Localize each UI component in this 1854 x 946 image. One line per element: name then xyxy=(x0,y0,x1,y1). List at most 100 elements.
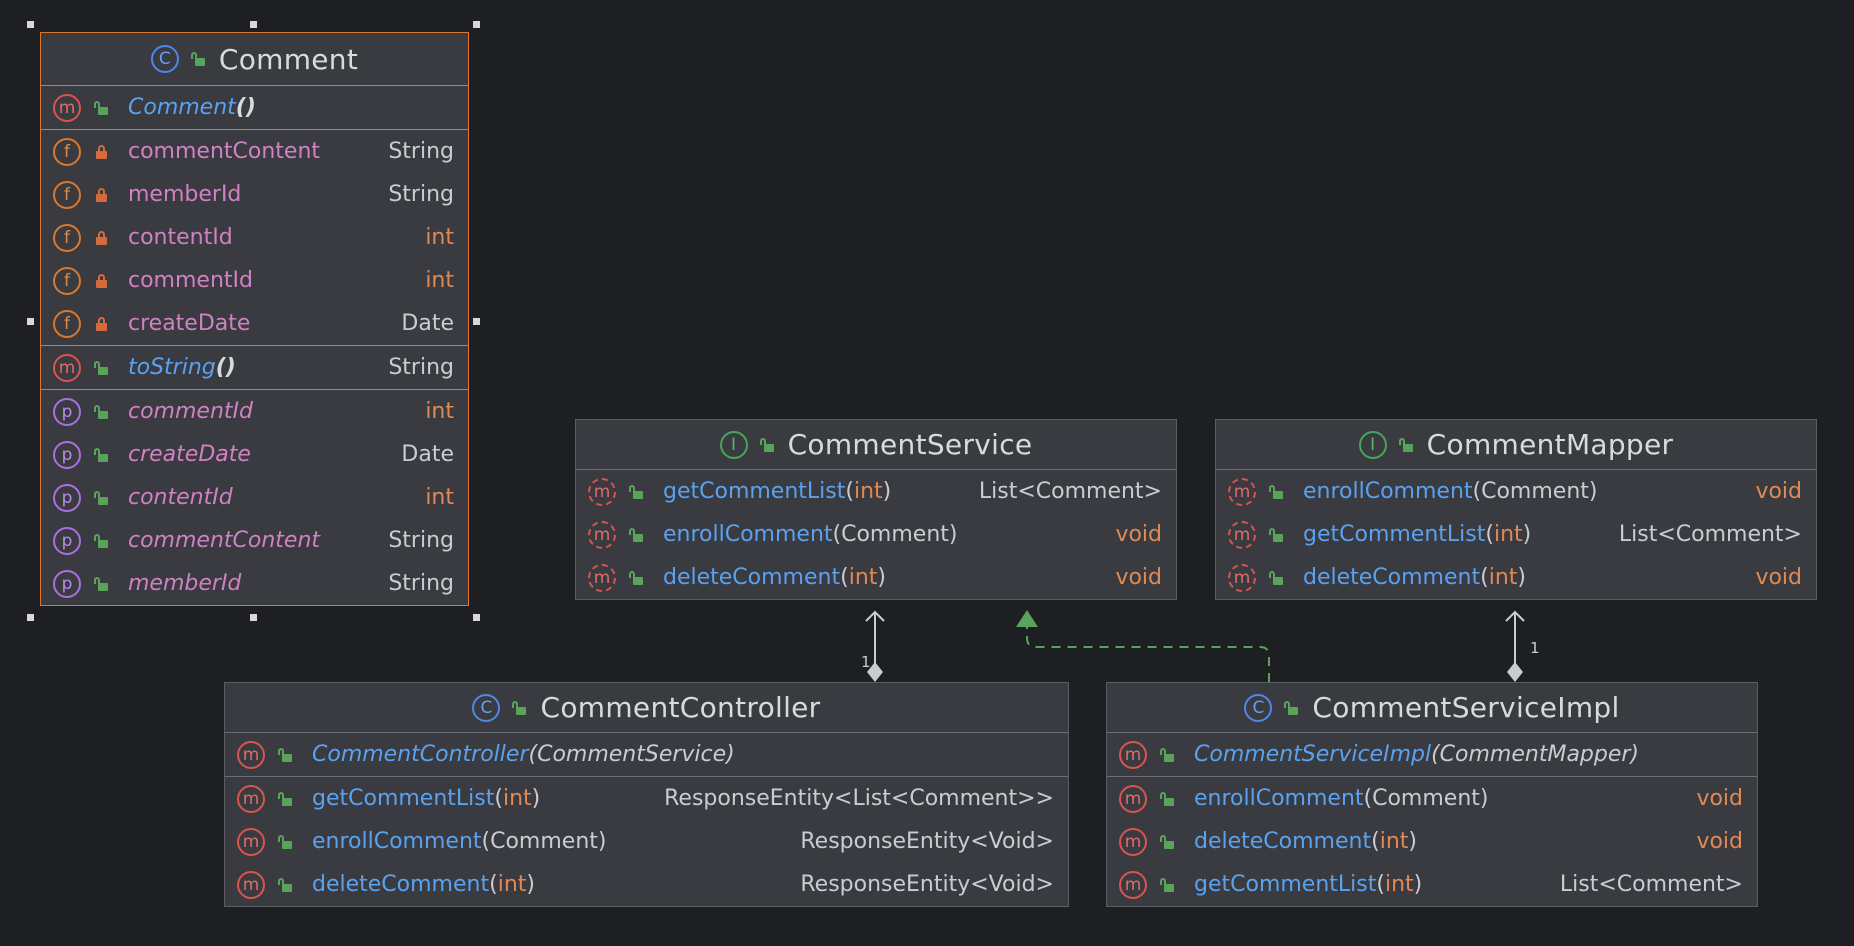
member-name: deleteComment xyxy=(1194,829,1372,854)
selection-handle[interactable] xyxy=(27,614,34,621)
selection-handle[interactable] xyxy=(473,614,480,621)
node-header: C Comment xyxy=(41,33,468,86)
member-type: void xyxy=(1696,829,1743,854)
param-type-keyword: int xyxy=(1379,829,1409,854)
param-text: (CommentMapper) xyxy=(1431,742,1640,767)
member-name: commentId xyxy=(128,399,253,424)
method-icon: m xyxy=(237,827,265,856)
member-params: (int) xyxy=(494,786,540,811)
class-icon: C xyxy=(150,45,179,73)
member-name: getCommentList xyxy=(663,479,846,504)
member-type: List<Comment> xyxy=(978,479,1162,504)
member-type: List<Comment> xyxy=(1618,522,1802,547)
member-params: () xyxy=(216,355,236,380)
abstract-method-icon: m xyxy=(588,520,616,549)
selection-handle[interactable] xyxy=(27,318,34,325)
public-visibility-icon xyxy=(278,747,292,762)
selection-handle[interactable] xyxy=(27,21,34,28)
member-name: createDate xyxy=(128,442,251,467)
member-name: deleteComment xyxy=(663,565,841,590)
param-text: ( xyxy=(1376,872,1385,897)
abstract-method-icon: m xyxy=(588,563,616,592)
param-text: ) xyxy=(1522,522,1532,547)
param-text: ( xyxy=(489,872,498,897)
private-lock-icon xyxy=(94,144,108,159)
member-type: Date xyxy=(401,311,454,336)
method-icon: m xyxy=(53,93,81,122)
field-icon: f xyxy=(53,309,81,338)
selection-handle[interactable] xyxy=(473,318,480,325)
aggregation-diamond-icon xyxy=(867,662,883,682)
node-title: Comment xyxy=(218,42,359,76)
field-icon: f xyxy=(53,137,81,166)
member-type: int xyxy=(425,268,454,293)
member-name: memberId xyxy=(128,182,242,207)
property-icon: p xyxy=(53,526,81,555)
public-visibility-icon xyxy=(629,570,643,585)
field-icon: f xyxy=(53,180,81,209)
private-lock-icon xyxy=(94,187,108,202)
field-row[interactable]: f memberId String xyxy=(41,173,468,216)
param-type-keyword: int xyxy=(1493,522,1523,547)
member-type: ResponseEntity<Void> xyxy=(800,872,1054,897)
edge-controller-service[interactable] xyxy=(865,610,885,682)
param-text: (Comment) xyxy=(481,829,607,854)
edge-impl-mapper[interactable] xyxy=(1505,610,1525,682)
param-text: ) xyxy=(526,872,535,897)
selection-handle[interactable] xyxy=(250,614,257,621)
member-name: contentId xyxy=(128,485,233,510)
member-params: (int) xyxy=(1480,565,1526,590)
param-text: ) xyxy=(531,786,541,811)
selection-handle[interactable] xyxy=(473,21,480,28)
member-type: String xyxy=(388,182,454,207)
param-text: ( xyxy=(494,786,503,811)
member-name: createDate xyxy=(128,311,251,336)
param-type-keyword: int xyxy=(1384,872,1414,897)
interface-icon: I xyxy=(1358,430,1387,459)
field-row[interactable]: f createDate Date xyxy=(41,302,468,345)
selection-handle[interactable] xyxy=(250,21,257,28)
abstract-method-icon: m xyxy=(1228,563,1256,592)
method-icon: m xyxy=(1119,870,1147,899)
edge-impl-service[interactable] xyxy=(1016,610,1270,682)
method-icon: m xyxy=(237,870,265,899)
member-name: contentId xyxy=(128,225,233,250)
member-type: String xyxy=(388,355,454,380)
member-name: CommentController xyxy=(312,742,529,767)
member-type: void xyxy=(1755,565,1802,590)
class-icon: C xyxy=(1244,693,1273,722)
